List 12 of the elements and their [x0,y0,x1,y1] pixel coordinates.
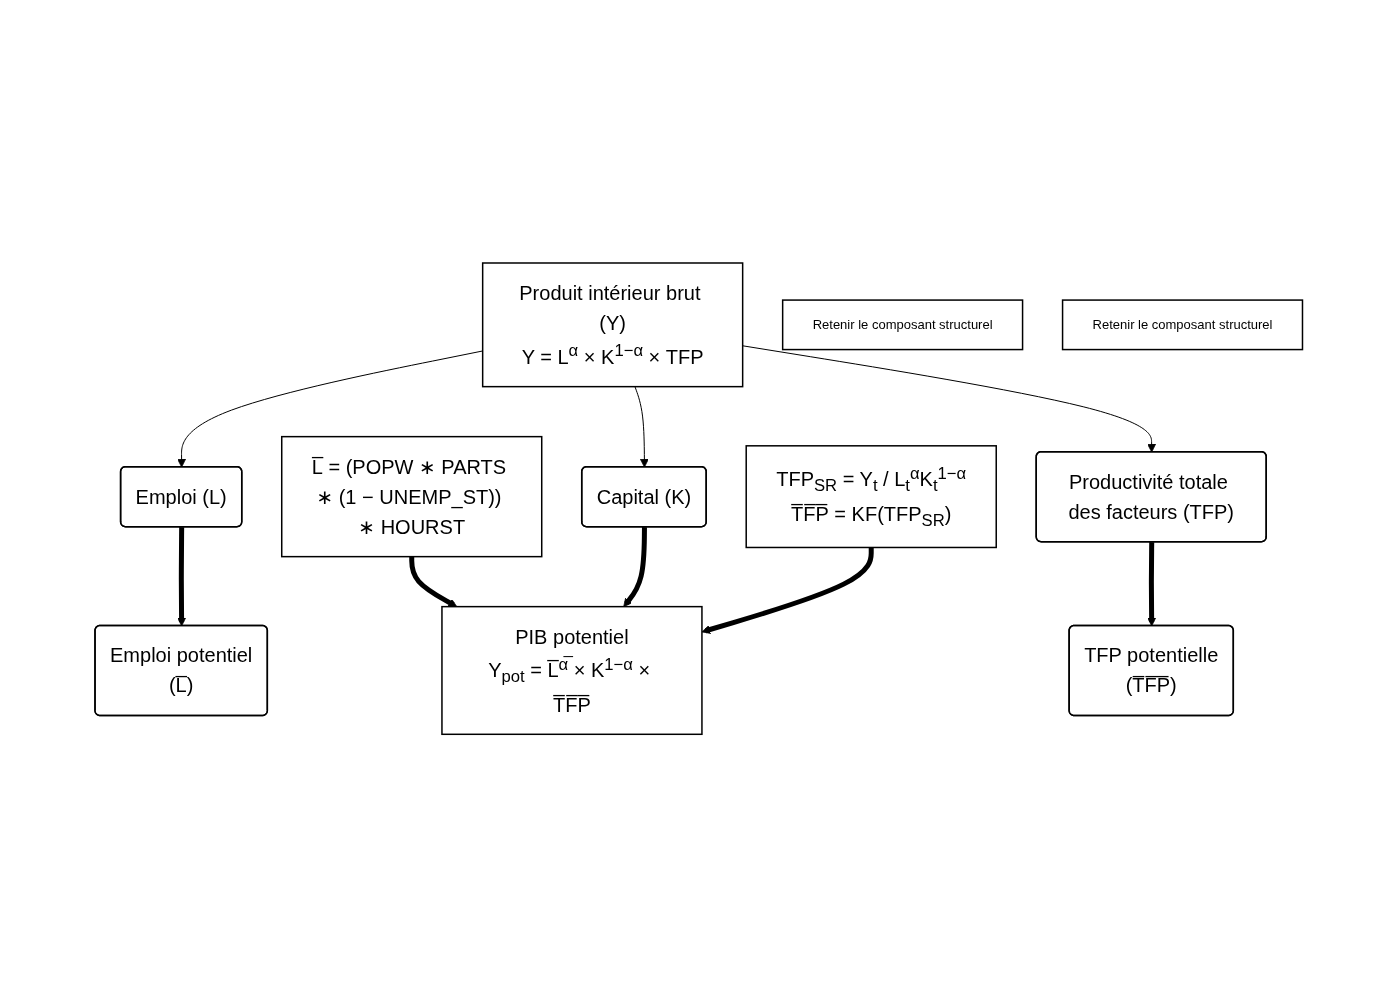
arrow [623,527,647,608]
arrow [176,527,186,627]
node-box: PIB potentiel Y$_{pot}$ = L̅$^{α̅}$ × K$^{1−α}$ × T̅F̅P̅ [440,606,703,736]
node-box: Retenir le composant structurel [1061,299,1303,351]
node-box: Produit intérieur brut (Y) Y = L$^{α}$ × K$^{1−α}$ × TFP [481,262,744,388]
arrow [409,557,457,608]
node-box: L̅ = (POPW ∗ PARTS ∗ (1 − UNEMP_ST)) ∗ HOURST [280,436,543,558]
arrow [701,547,874,635]
arrow [176,350,483,468]
arrow [1147,542,1156,627]
node-box: Retenir le composant structurel [781,299,1024,351]
arrow [634,386,649,468]
